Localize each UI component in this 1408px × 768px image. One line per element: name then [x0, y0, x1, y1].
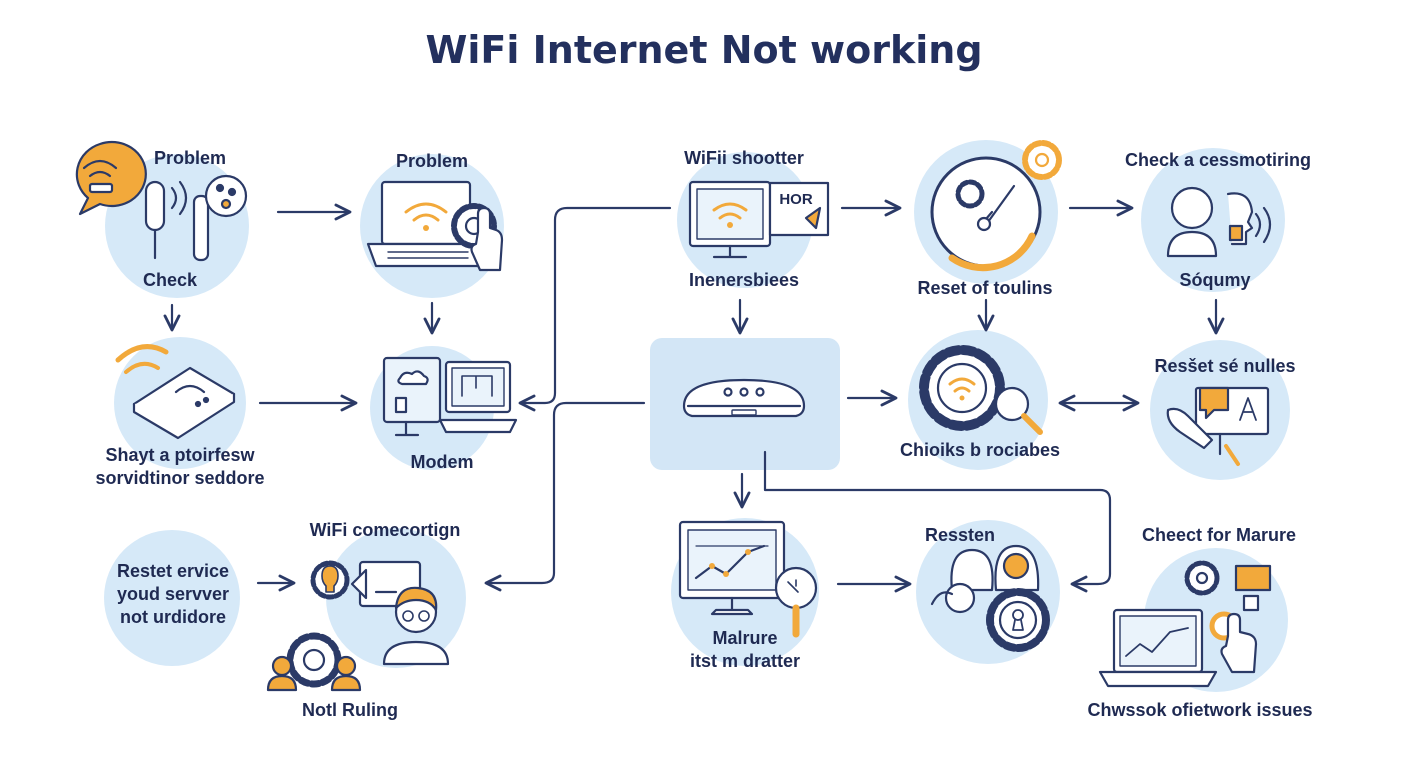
warning-tag-label: HOR: [779, 191, 813, 208]
support-people-icon: [930, 544, 1040, 614]
node-label-not-ruling: Notl Ruling: [302, 700, 398, 720]
node-label-internet-services: Inenersbiees: [688, 270, 800, 290]
node-label-check: Check: [142, 270, 198, 290]
node-label-modem: Modem: [410, 452, 474, 472]
team-gear-icon: [266, 632, 362, 692]
modem-monitor-icon: [382, 356, 518, 437]
gear-search-icon: [919, 345, 1043, 435]
router-icon: [115, 344, 236, 440]
laptop-wifi-icon: [366, 180, 488, 268]
warning-tag-icon: [768, 181, 830, 237]
node-label-check-monitoring: Check a cessmotiring: [1124, 150, 1312, 170]
person-profile-icon: [1166, 186, 1272, 258]
person-glasses-icon: [382, 586, 450, 666]
lightbulb-gear-icon: [310, 560, 350, 600]
monitor-wifi-icon: [688, 180, 772, 259]
node-label-check-malware: Cheect for Marure: [1141, 525, 1297, 545]
node-circle-restart-service: [104, 530, 240, 666]
router-puck-icon: [682, 378, 806, 418]
arrow-8-14: [763, 450, 1112, 593]
node-label-reset-modules: Resšet sé nulles: [1154, 356, 1296, 376]
gear-icon: [1184, 560, 1220, 596]
node-label-network-issues: Chwssok ofietwork issues: [1087, 700, 1313, 720]
node-label-restart: Ressten: [924, 525, 996, 545]
page-title: WiFi Internet Not working: [425, 28, 983, 72]
node-label-wifi-connecting: WiFi comecortign: [309, 520, 461, 540]
node-label-malware: Malrure itst m dratter: [689, 628, 801, 671]
sensor-device-icon: [144, 174, 248, 262]
hand-pointer-icon: [1209, 611, 1258, 674]
orange-tag-icon: [1234, 564, 1272, 612]
orange-gear-icon: [1022, 140, 1062, 180]
monitor-chart-icon: [678, 520, 818, 638]
node-label-check-routes: Chioiks b rociabes: [899, 440, 1061, 460]
arrow-3-7: [518, 206, 672, 412]
wifi-bubble-icon: [75, 140, 147, 216]
node-label-problem: Problem: [153, 148, 227, 168]
node-label-problem-2: Problem: [395, 151, 469, 171]
drawing-board-icon: [1166, 386, 1270, 466]
arrow-8-12: [484, 401, 646, 592]
laptop-chart-icon: [1098, 608, 1218, 688]
node-label-restart-service: Restet ervice youd servver not urdidore: [116, 561, 230, 627]
connectors: [163, 199, 1225, 593]
node-label-router-service: Shayt a ptoirfesw sorvidtinor seddore: [95, 445, 265, 488]
node-label-summary: Sóqumy: [1179, 270, 1251, 290]
node-label-shooter: WiFii shootter: [684, 148, 804, 168]
keyhole-gear-icon: [986, 588, 1050, 652]
node-label-reset-tools: Reset of toulins: [917, 278, 1053, 298]
hand-pointer-icon: [470, 206, 504, 272]
tools-ring-icon: [930, 156, 1042, 272]
